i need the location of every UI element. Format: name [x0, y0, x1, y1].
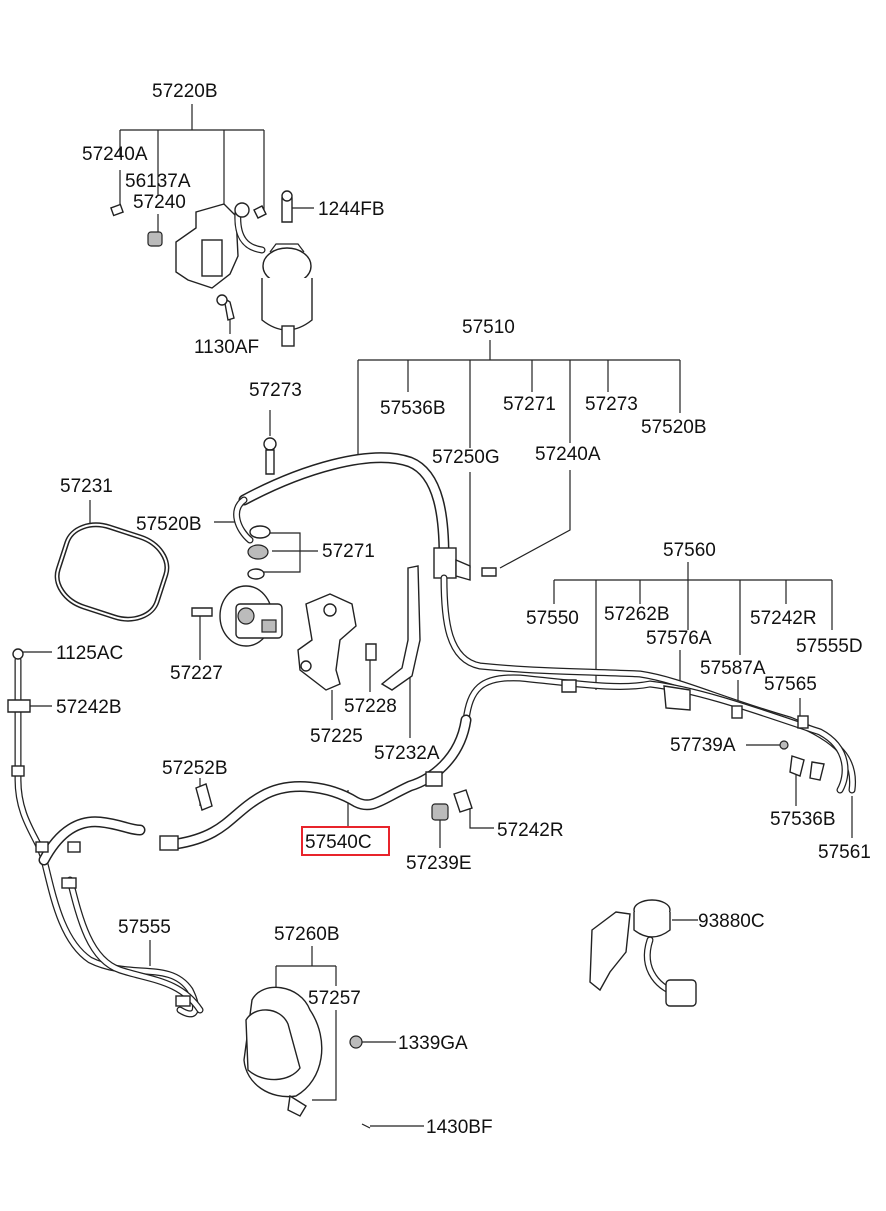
label-57239E[interactable]: 57239E — [406, 853, 472, 874]
label-1339GA[interactable]: 1339GA — [398, 1033, 468, 1054]
label-57550[interactable]: 57550 — [526, 608, 579, 629]
label-57257[interactable]: 57257 — [308, 988, 361, 1009]
label-57273-left[interactable]: 57273 — [249, 380, 302, 401]
label-57220B[interactable]: 57220B — [152, 81, 218, 102]
label-57555[interactable]: 57555 — [118, 917, 171, 938]
label-1125AC[interactable]: 1125AC — [56, 643, 123, 664]
label-57536B-top[interactable]: 57536B — [380, 398, 446, 419]
hose-bracket — [380, 565, 421, 691]
label-57250G[interactable]: 57250G — [432, 447, 500, 468]
label-57520B-right[interactable]: 57520B — [641, 417, 707, 438]
reservoir-assembly — [110, 190, 313, 347]
label-93880C[interactable]: 93880C — [698, 911, 765, 932]
cooler-pipe-57555 — [7, 648, 204, 1018]
label-57560[interactable]: 57560 — [663, 540, 716, 561]
pump-bracket — [297, 593, 377, 691]
label-1430BF[interactable]: 1430BF — [426, 1117, 493, 1138]
label-57227[interactable]: 57227 — [170, 663, 223, 684]
label-57271-top[interactable]: 57271 — [503, 394, 556, 415]
label-57232A[interactable]: 57232A — [374, 743, 440, 764]
label-57510[interactable]: 57510 — [462, 317, 515, 338]
label-57240A-top[interactable]: 57240A — [82, 144, 148, 165]
pump-assembly — [191, 437, 283, 647]
label-57240[interactable]: 57240 — [133, 192, 186, 213]
pressure-switch — [589, 899, 697, 1007]
label-1244FB[interactable]: 1244FB — [318, 199, 385, 220]
label-57271-left[interactable]: 57271 — [322, 541, 375, 562]
label-57565[interactable]: 57565 — [764, 674, 817, 695]
label-57273-right[interactable]: 57273 — [585, 394, 638, 415]
label-57252B[interactable]: 57252B — [162, 758, 228, 779]
label-57540C[interactable]: 57540C — [305, 832, 372, 853]
label-57242R-top[interactable]: 57242R — [750, 608, 817, 629]
label-57240A-mid[interactable]: 57240A — [535, 444, 601, 465]
label-57228[interactable]: 57228 — [344, 696, 397, 717]
label-57555D[interactable]: 57555D — [796, 636, 863, 657]
heat-shield — [243, 986, 371, 1129]
label-57576A[interactable]: 57576A — [646, 628, 712, 649]
label-57262B[interactable]: 57262B — [604, 604, 670, 625]
label-57242B[interactable]: 57242B — [56, 697, 122, 718]
label-56137A[interactable]: 56137A — [125, 171, 191, 192]
label-57520B-left[interactable]: 57520B — [136, 514, 202, 535]
return-hose-57560 — [440, 574, 857, 794]
highlight-box — [301, 826, 390, 856]
label-1130AF[interactable]: 1130AF — [194, 337, 259, 358]
label-57536B-bot[interactable]: 57536B — [770, 809, 836, 830]
label-57231[interactable]: 57231 — [60, 476, 113, 497]
label-57242R-mid[interactable]: 57242R — [497, 820, 564, 841]
drive-belt — [54, 522, 170, 622]
label-57225[interactable]: 57225 — [310, 726, 363, 747]
pressure-hose-57510 — [233, 452, 497, 581]
label-57587A[interactable]: 57587A — [700, 658, 766, 679]
part-labels: 57220B 57240A 56137A 57240 1244FB 1130AF… — [56, 81, 871, 1138]
hose-57540C — [159, 714, 473, 851]
label-57739A[interactable]: 57739A — [670, 735, 736, 756]
label-57561[interactable]: 57561 — [818, 842, 871, 863]
label-57260B[interactable]: 57260B — [274, 924, 340, 945]
